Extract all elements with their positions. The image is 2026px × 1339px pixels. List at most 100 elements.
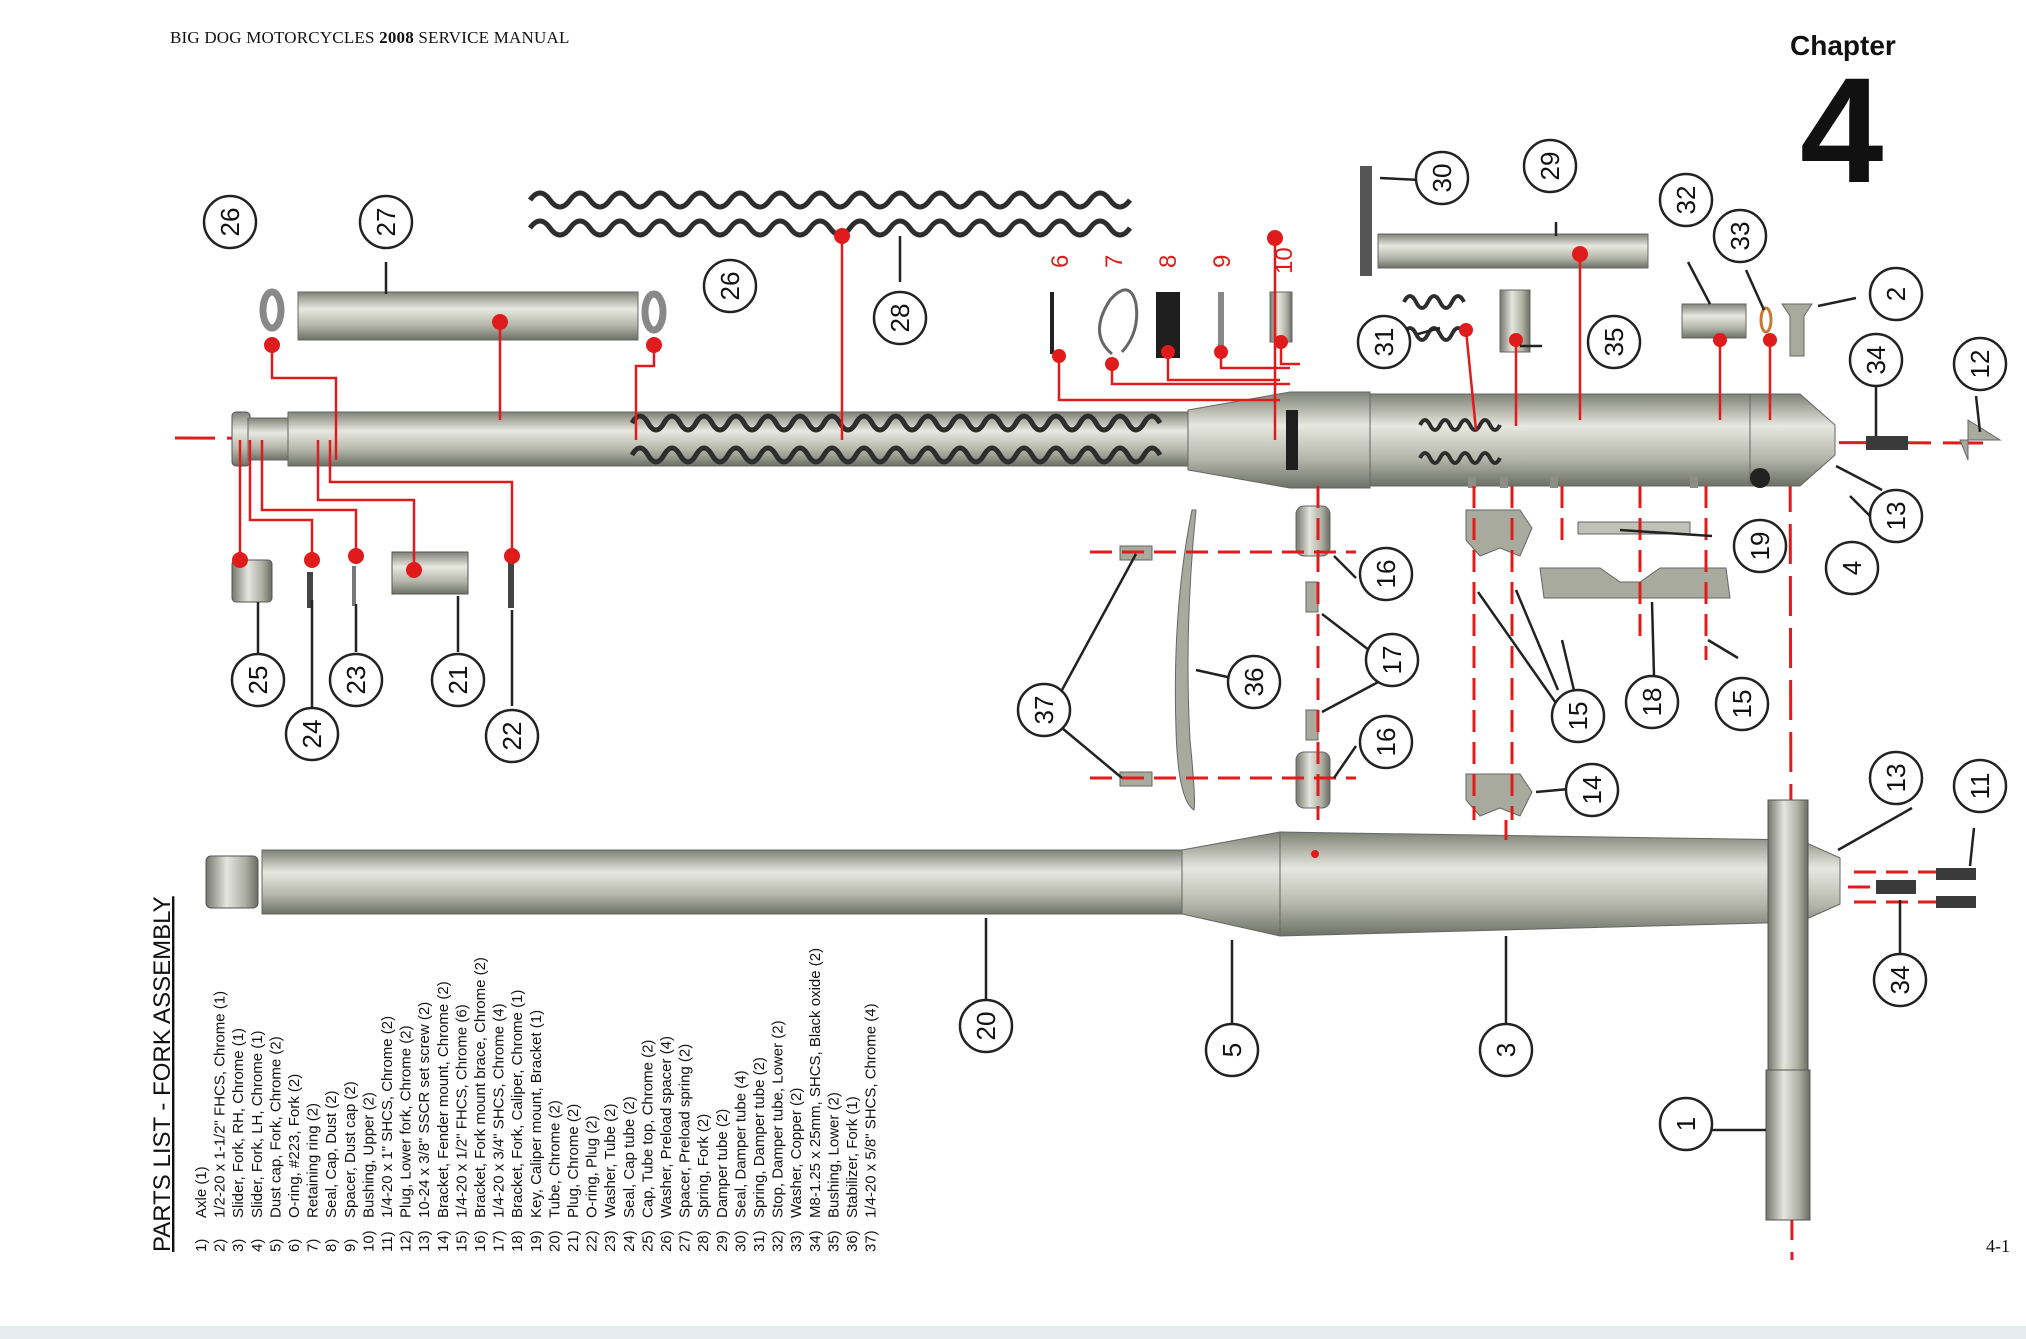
damper-spring-loose — [1402, 294, 1466, 342]
callout-13-top: 13 — [1881, 502, 1911, 531]
m8-shcs-upper — [1866, 436, 1908, 450]
damper-tube-seal-rings — [1360, 166, 1372, 276]
chapter-label: Chapter — [1790, 30, 1896, 61]
parts-list-item-description: Spacer, Dust cap (2) — [342, 1081, 359, 1218]
parts-list-item-number: 22) — [584, 1230, 601, 1252]
slider-upper — [1369, 393, 1751, 487]
plug-chrome-part — [391, 551, 469, 595]
parts-list-item-number: 33) — [788, 1230, 805, 1252]
callout-19: 19 — [1745, 532, 1775, 561]
parts-list-item-number: 19) — [528, 1230, 545, 1252]
callout-numbers: 26 27 26 28 30 29 32 33 2 12 34 31 35 13… — [215, 152, 1995, 1132]
dust-cap-upper — [1187, 391, 1371, 489]
callout-14: 14 — [1577, 776, 1607, 805]
parts-list-item-number: 15) — [453, 1230, 470, 1252]
parts-list-item-description: Tube, Chrome (2) — [546, 1100, 563, 1218]
red-num-9: 9 — [1209, 255, 1236, 268]
callout-2: 2 — [1881, 287, 1911, 301]
parts-list-item-description: 1/4-20 x 5/8" SHCS, Chrome (4) — [863, 1003, 880, 1218]
slider-mount-tabs — [1468, 476, 1698, 488]
callout-4: 4 — [1837, 561, 1867, 575]
lower-fork-plug — [1959, 419, 2002, 461]
parts-list-item-number: 5) — [267, 1239, 284, 1252]
parts-list-item-description: 1/2-20 x 1-1/2" FHCS, Chrome (1) — [212, 991, 229, 1218]
parts-list-item-number: 16) — [472, 1230, 489, 1252]
manual-title-suffix: SERVICE MANUAL — [413, 28, 570, 47]
pointer-arrows — [256, 176, 1982, 1132]
parts-list-rows: 1)Axle (1)2)1/2-20 x 1-1/2" FHCS, Chrome… — [193, 948, 880, 1252]
parts-list-item-description: Spacer, Preload spring (2) — [677, 1044, 694, 1218]
parts-list-item-number: 14) — [435, 1230, 452, 1252]
parts-list-item-number: 7) — [305, 1239, 322, 1252]
callout-34-bottom: 34 — [1885, 966, 1915, 995]
retaining-ring-part — [1098, 288, 1139, 356]
fork-stabilizer — [1174, 509, 1197, 811]
parts-list-item-number: 18) — [509, 1230, 526, 1252]
cap-tube-top-part — [231, 559, 273, 603]
parts-list-item-number: 10) — [360, 1230, 377, 1252]
dashed-guides — [1090, 486, 1936, 904]
parts-list-item-number: 35) — [825, 1230, 842, 1252]
parts-list-item-number: 12) — [398, 1230, 415, 1252]
parts-list-item-number: 17) — [491, 1230, 508, 1252]
mount-brace-top — [1295, 505, 1331, 557]
dust-cap-spacer-part — [1218, 292, 1224, 354]
parts-list-item-description: Bushing, Lower (2) — [825, 1092, 842, 1218]
cap-tube-lower — [205, 855, 259, 909]
callout-29: 29 — [1535, 152, 1565, 181]
manual-title-prefix: BIG DOG MOTORCYCLES — [170, 28, 380, 47]
damper-tube — [1377, 233, 1649, 269]
callout-18: 18 — [1637, 688, 1667, 717]
callout-5: 5 — [1217, 1043, 1247, 1057]
upper-fork-assembly — [231, 391, 1836, 489]
preload-washer-left — [259, 288, 285, 332]
parts-list-item-number: 31) — [751, 1230, 768, 1252]
callout-24: 24 — [297, 720, 327, 749]
parts-list-item-description: Bracket, Fork, Caliper, Chrome (1) — [509, 990, 526, 1218]
shcs-11-a — [1936, 868, 1976, 880]
callout-15-right: 15 — [1727, 690, 1757, 719]
dust-cap-lower — [1181, 831, 1281, 937]
upper-bushing-part — [1269, 291, 1293, 343]
copper-washer — [1759, 306, 1773, 334]
parts-list-item-description: Bracket, Fork mount brace, Chrome (2) — [472, 957, 489, 1218]
page-number: 4-1 — [1986, 1236, 2010, 1256]
mount-brace-bottom — [1295, 751, 1331, 809]
parts-list-item-number: 3) — [230, 1239, 247, 1252]
red-num-7: 7 — [1101, 255, 1128, 268]
parts-list-item-description: Damper tube (2) — [714, 1109, 731, 1218]
preload-washer-right — [641, 290, 667, 334]
callout-33: 33 — [1725, 222, 1755, 251]
callout-21: 21 — [443, 666, 473, 695]
red-num-6: 6 — [1047, 255, 1074, 268]
parts-list: PARTS LIST - FORK ASSEMBLY 1)Axle (1)2)1… — [149, 896, 880, 1252]
parts-list-item-number: 32) — [770, 1230, 787, 1252]
slider-lower — [1279, 831, 1841, 937]
parts-list-item-description: Cap, Tube top, Chrome (2) — [639, 1040, 656, 1218]
parts-list-item-number: 2) — [212, 1239, 229, 1252]
bottom-band — [0, 1326, 2026, 1339]
parts-list-item-number: 20) — [546, 1230, 563, 1252]
parts-list-item-description: Seal, Cap tube (2) — [621, 1096, 638, 1218]
leader-lines — [238, 236, 1772, 570]
callout-27: 27 — [371, 208, 401, 237]
red-part-numbers: 6 7 8 9 10 — [1047, 247, 1298, 274]
parts-list-item-number: 8) — [323, 1239, 340, 1252]
slider-screw-hole — [1750, 468, 1770, 488]
parts-list-item-number: 37) — [863, 1230, 880, 1252]
callout-16-top: 16 — [1371, 560, 1401, 589]
chapter-number: 4 — [1800, 46, 1884, 214]
parts-list-item-description: Stop, Damper tube, Lower (2) — [770, 1020, 787, 1218]
red-num-8: 8 — [1155, 255, 1182, 268]
fender-bracket-bottom — [1465, 773, 1533, 817]
parts-list-item-number: 36) — [844, 1230, 861, 1252]
callout-32: 32 — [1671, 186, 1701, 215]
plug-oring-part — [508, 562, 514, 608]
red-num-10: 10 — [1271, 247, 1298, 274]
parts-list-item-number: 30) — [732, 1230, 749, 1252]
parts-list-item-description: M8-1.25 x 25mm, SHCS, Black oxide (2) — [807, 948, 824, 1218]
callout-37: 37 — [1029, 696, 1059, 725]
callout-26-right: 26 — [715, 272, 745, 301]
callout-26-left: 26 — [215, 208, 245, 237]
